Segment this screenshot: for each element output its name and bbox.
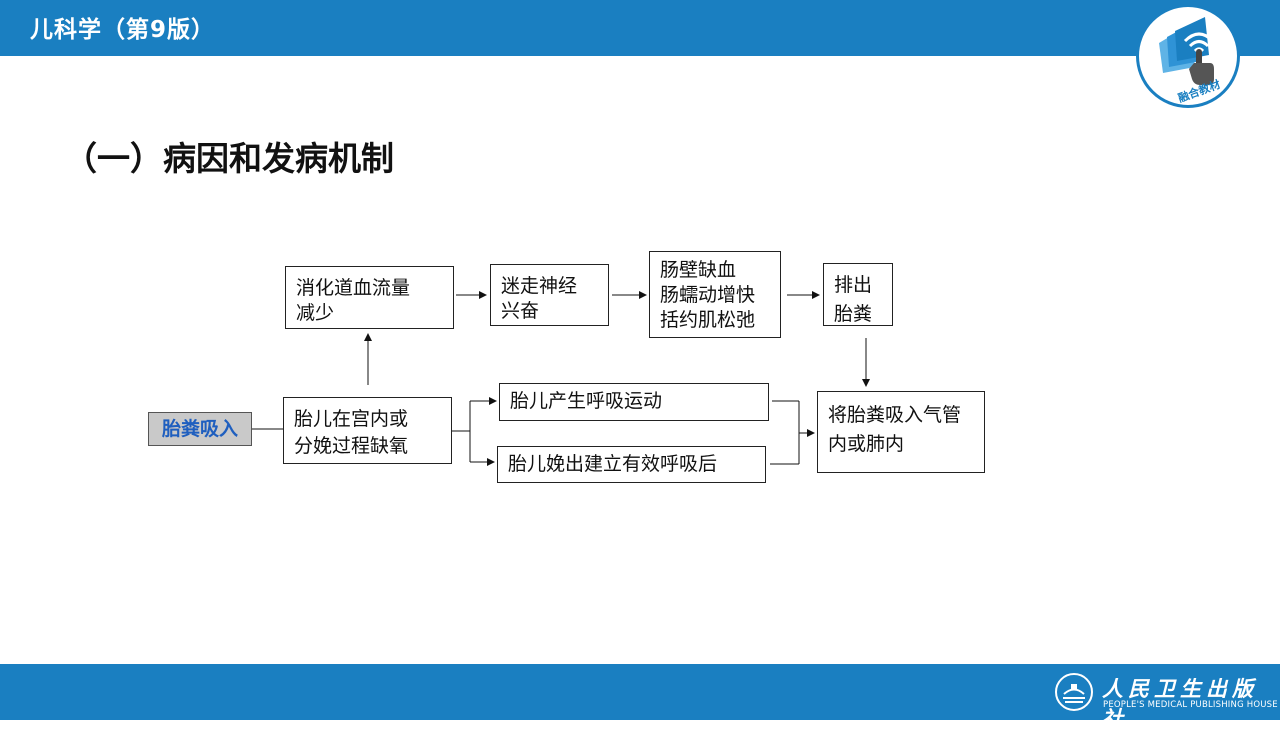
header-bar: 儿科学（第9版） <box>0 0 1280 56</box>
box-line: 减少 <box>296 302 335 324</box>
box-line: 胎儿娩出建立有效呼吸后 <box>508 453 718 475</box>
box-line: 肠壁缺血 <box>660 259 737 281</box>
box-line: 内或肺内 <box>828 433 905 455</box>
vagus-nerve-box: 迷走神经 兴奋 <box>490 264 609 326</box>
box-line: 兴奋 <box>501 300 540 322</box>
box-line: 括约肌松弛 <box>660 309 756 331</box>
box-line: 消化道血流量 <box>296 277 411 299</box>
post-birth-breathing-box: 胎儿娩出建立有效呼吸后 <box>497 446 766 483</box>
publisher-name-english: PEOPLE'S MEDICAL PUBLISHING HOUSE <box>1103 700 1278 710</box>
aspiration-result-box: 将胎粪吸入气管 内或肺内 <box>817 391 985 473</box>
excrete-meconium-box: 排出 胎粪 <box>823 263 893 326</box>
box-line: 胎粪 <box>834 303 873 325</box>
box-line: 胎儿产生呼吸运动 <box>510 390 663 412</box>
hypoxia-box: 胎儿在宫内或 分娩过程缺氧 <box>283 397 452 464</box>
box-line: 排出 <box>834 274 873 296</box>
box-line: 分娩过程缺氧 <box>294 435 409 457</box>
touch-hand-icon <box>1159 17 1215 85</box>
gut-bloodflow-box: 消化道血流量 减少 <box>285 266 454 329</box>
box-line: 将胎粪吸入气管 <box>828 404 962 426</box>
box-line: 肠蠕动增快 <box>660 284 756 306</box>
book-title: 儿科学（第9版） <box>30 17 216 43</box>
box-line: 迷走神经 <box>501 275 578 297</box>
publisher-logo-icon <box>1055 673 1093 711</box>
intestine-box: 肠壁缺血 肠蠕动增快 括约肌松弛 <box>649 251 781 338</box>
fusion-textbook-badge: 融合教材 <box>1136 4 1240 108</box>
box-line: 胎儿在宫内或 <box>294 408 409 430</box>
meconium-aspiration-label: 胎粪吸入 <box>148 412 252 446</box>
section-title: （一）病因和发病机制 <box>64 139 394 178</box>
fetal-breathing-box: 胎儿产生呼吸运动 <box>499 383 769 421</box>
